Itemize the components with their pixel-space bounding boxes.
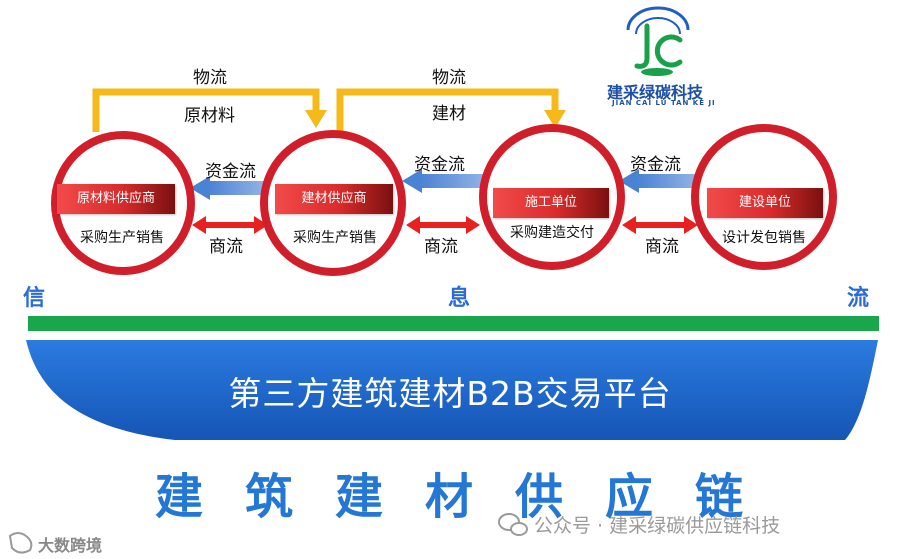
brand-pinyin: JIAN CAI LU TAN KE JI bbox=[612, 99, 716, 107]
node-title-material: 建材供应商 bbox=[275, 184, 393, 214]
brand-name: 建采绿碳科技 bbox=[607, 83, 704, 102]
platform-shape bbox=[26, 340, 878, 440]
business-flow-arrow-1 bbox=[192, 216, 268, 234]
node-subtitle-developer: 设计发包销售 bbox=[722, 230, 806, 246]
info-flow-char-3: 流 bbox=[847, 286, 870, 311]
platform-title: 第三方建筑建材B2B交易平台 bbox=[228, 374, 672, 413]
node-title-developer: 建设单位 bbox=[707, 188, 823, 218]
wechat-account: 公众号 · 建采绿碳供应链科技 bbox=[534, 515, 781, 537]
watermark-icon bbox=[8, 532, 33, 554]
capital-flow-label-1: 资金流 bbox=[205, 162, 256, 182]
info-flow-char-1: 信 bbox=[23, 286, 46, 311]
business-flow-label-3: 商流 bbox=[645, 237, 679, 257]
wechat-icon bbox=[498, 513, 528, 536]
business-flow-arrow-3 bbox=[622, 216, 698, 234]
node-subtitle-material: 采购生产销售 bbox=[293, 230, 377, 246]
node-subtitle-construction: 采购建造交付 bbox=[510, 225, 594, 241]
business-flow-label-2: 商流 bbox=[424, 237, 458, 257]
business-flow-arrow-2 bbox=[406, 216, 480, 234]
node-title-construction: 施工单位 bbox=[493, 188, 609, 218]
logistics-arrowhead-2 bbox=[544, 110, 566, 128]
brand-logo bbox=[626, 6, 690, 76]
business-flow-label-1: 商流 bbox=[209, 237, 243, 257]
capital-flow-label-3: 资金流 bbox=[630, 155, 681, 175]
logistics-arrow-2 bbox=[336, 88, 559, 132]
green-bar bbox=[28, 316, 879, 331]
logistics-arrowhead-1 bbox=[305, 110, 327, 128]
capital-flow-arrow-1 bbox=[190, 176, 270, 200]
capital-flow-label-2: 资金流 bbox=[414, 155, 465, 175]
capital-flow-arrow-2 bbox=[402, 169, 492, 193]
node-title-raw: 原材料供应商 bbox=[57, 184, 175, 214]
logistics-arrow-1 bbox=[92, 88, 320, 132]
chain-title: 建筑建材供应链 bbox=[154, 469, 785, 525]
logistics-label-2-line2: 建材 bbox=[432, 104, 466, 124]
info-flow-char-2: 息 bbox=[448, 286, 471, 311]
watermark-text: 大数跨境 bbox=[38, 536, 103, 555]
logistics-label-1-line1: 物流 bbox=[193, 68, 227, 88]
logistics-label-1-line2: 原材料 bbox=[184, 106, 235, 126]
node-subtitle-raw: 采购生产销售 bbox=[80, 230, 164, 246]
capital-flow-arrow-3 bbox=[619, 169, 703, 193]
logistics-label-2-line1: 物流 bbox=[432, 68, 466, 88]
